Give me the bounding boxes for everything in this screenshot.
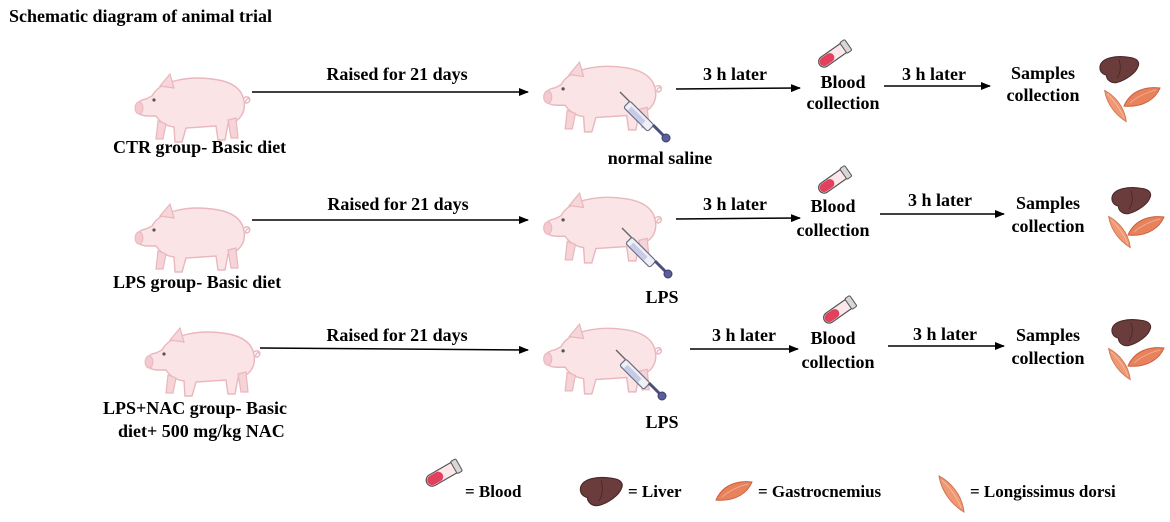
arrow-raised-label: Raised for 21 days [327,194,468,214]
arrow-3h-label: 3 h later [712,325,776,345]
legend-item-blood: = Blood [425,458,522,501]
legend-item-longissimus: = Longissimus dorsi [938,475,1116,513]
arrow-3h-label: 3 h later [902,64,966,84]
arrow-3h [675,84,801,93]
blood-collection-label: collection [797,220,870,240]
pig-icon [134,203,251,273]
blood-tube-icon [820,294,858,327]
gastrocnemius-icon [1127,347,1165,367]
samples-collection-label: Samples [1011,63,1075,83]
samples-collection-label: Samples [1016,325,1080,345]
arrow-3h-label: 3 h later [913,324,977,344]
blood-tube-icon [815,38,853,71]
blood-collection-label: Blood [810,328,855,348]
legend-label: = Liver [628,482,682,501]
legend: = Blood = Liver = Gastrocnemius = Longis… [425,458,1116,513]
pig-icon [134,73,251,143]
gastrocnemius-icon [1123,87,1161,107]
gastrocnemius-icon [1127,216,1165,236]
group-label: LPS group- Basic diet [113,272,281,292]
arrow-3h-label: 3 h later [703,64,767,84]
longissimus-dorsi-icon [1104,89,1127,123]
longissimus-dorsi-icon [1108,347,1131,381]
liver-icon [1099,56,1140,84]
legend-label: = Blood [465,482,522,501]
pig-icon [144,327,261,397]
legend-label: = Longissimus dorsi [970,482,1116,501]
longissimus-dorsi-icon [1108,215,1131,249]
samples-collection-label: collection [1007,85,1080,105]
gastrocnemius-icon [715,481,753,501]
legend-label: = Gastrocnemius [758,482,882,501]
arrow-3h [675,214,801,223]
legend-item-gastrocnemius: = Gastrocnemius [715,481,882,501]
group-label: CTR group- Basic diet [113,137,286,157]
legend-item-liver: = Liver [579,476,682,507]
liver-icon [1111,319,1152,347]
blood-collection-label: collection [802,352,875,372]
samples-collection-label: Samples [1016,193,1080,213]
arrow-raised [259,345,529,354]
blood-collection-label: Blood [810,196,855,216]
blood-tube-icon [815,164,853,197]
group-label: diet+ 500 mg/kg NAC [118,421,285,441]
group-label: LPS+NAC group- Basic [103,398,287,418]
blood-collection-label: Blood [820,72,865,92]
trial-row-lps: LPS group- Basic diet Raised for 21 days… [113,164,1165,307]
samples-collection-label: collection [1012,348,1085,368]
diagram-title: Schematic diagram of animal trial [9,6,272,26]
trial-row-ctr: CTR group- Basic diet Raised for 21 days… [113,38,1161,168]
longissimus-dorsi-icon [938,475,965,513]
injection-label: LPS [645,287,678,307]
injection-label: LPS [645,412,678,432]
arrow-raised-label: Raised for 21 days [326,325,467,345]
arrow-3h-label: 3 h later [908,190,972,210]
samples-collection-label: collection [1012,216,1085,236]
arrow-3h-label: 3 h later [703,194,767,214]
arrow-raised-label: Raised for 21 days [326,64,467,84]
trial-row-lps-nac: LPS+NAC group- Basic diet+ 500 mg/kg NAC… [103,294,1165,441]
blood-collection-label: collection [807,93,880,113]
liver-icon [579,476,623,507]
liver-icon [1111,187,1152,215]
injection-label: normal saline [608,148,713,168]
